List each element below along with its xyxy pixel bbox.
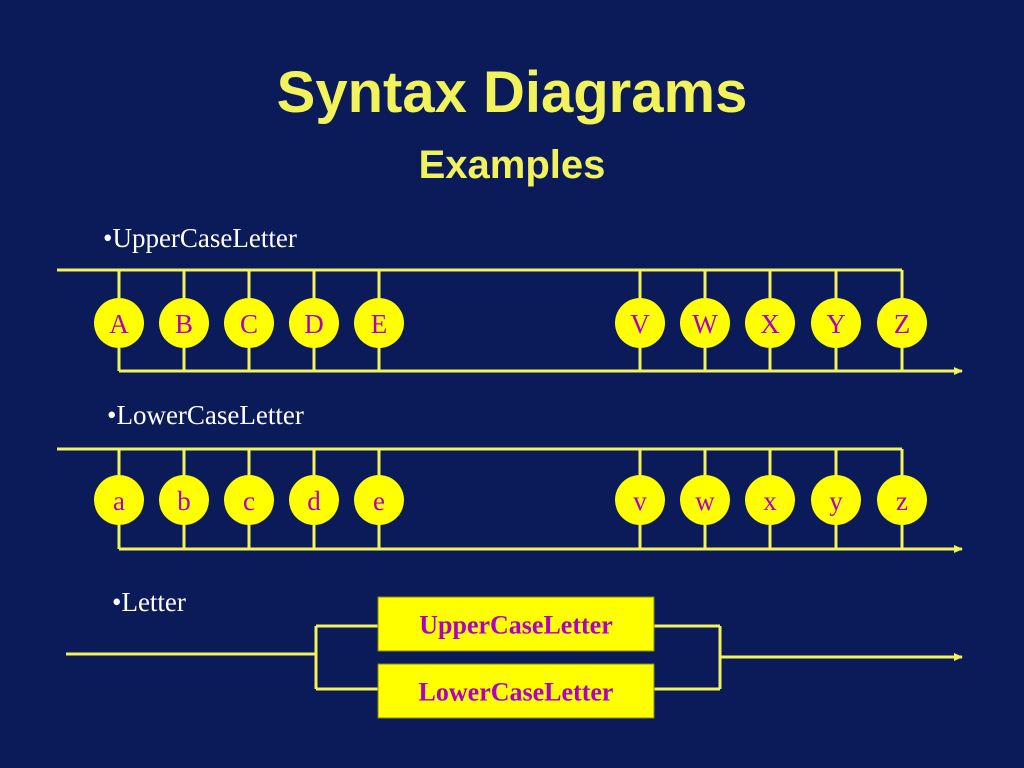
lower-node-b <box>159 475 209 525</box>
upper-node-C <box>224 298 274 348</box>
lower-node-a <box>94 475 144 525</box>
lower-node-c <box>224 475 274 525</box>
lower-node-label: y <box>829 486 843 516</box>
upper-node-E <box>354 298 404 348</box>
upper-node-label: W <box>692 309 718 339</box>
upper-node-D <box>289 298 339 348</box>
letter-box-upper <box>377 596 655 652</box>
upper-node-label: A <box>109 309 129 339</box>
lower-node-label: a <box>113 486 125 516</box>
lower-node-label: x <box>763 486 777 516</box>
upper-node-label: D <box>304 309 324 339</box>
lower-node-label: v <box>633 486 647 516</box>
lower-node-label: b <box>177 486 191 516</box>
lower-node-w <box>680 475 730 525</box>
upper-node-label: B <box>175 309 193 339</box>
upper-node-label: V <box>630 309 650 339</box>
slide-subtitle: Examples <box>418 143 606 187</box>
upper-node-B <box>159 298 209 348</box>
slide-title: Syntax Diagrams <box>276 60 748 125</box>
upper-section-label: •UpperCaseLetter <box>103 223 297 253</box>
upper-node-W <box>680 298 730 348</box>
upper-node-Y <box>811 298 861 348</box>
lower-node-d <box>289 475 339 525</box>
upper-node-V <box>615 298 665 348</box>
lower-node-label: w <box>695 486 715 516</box>
lower-node-y <box>811 475 861 525</box>
upper-node-label: C <box>240 309 258 339</box>
letter-box-lower <box>377 663 655 719</box>
letter-box-label: UpperCaseLetter <box>419 611 613 640</box>
upper-node-Z <box>877 298 927 348</box>
lower-node-z <box>877 475 927 525</box>
letter-box-label: LowerCaseLetter <box>419 678 614 707</box>
lower-node-label: c <box>243 486 255 516</box>
lower-node-label: d <box>307 486 321 516</box>
lower-node-label: z <box>896 486 908 516</box>
upper-node-X <box>745 298 795 348</box>
lower-section-label: •LowerCaseLetter <box>107 400 304 430</box>
upper-node-label: X <box>760 309 780 339</box>
lower-node-v <box>615 475 665 525</box>
lower-node-e <box>354 475 404 525</box>
upper-node-A <box>94 298 144 348</box>
lower-node-x <box>745 475 795 525</box>
lower-node-label: e <box>373 486 385 516</box>
upper-node-label: E <box>371 309 388 339</box>
upper-node-label: Y <box>826 309 846 339</box>
letter-section-label: •Letter <box>112 587 186 617</box>
upper-node-label: Z <box>894 309 911 339</box>
